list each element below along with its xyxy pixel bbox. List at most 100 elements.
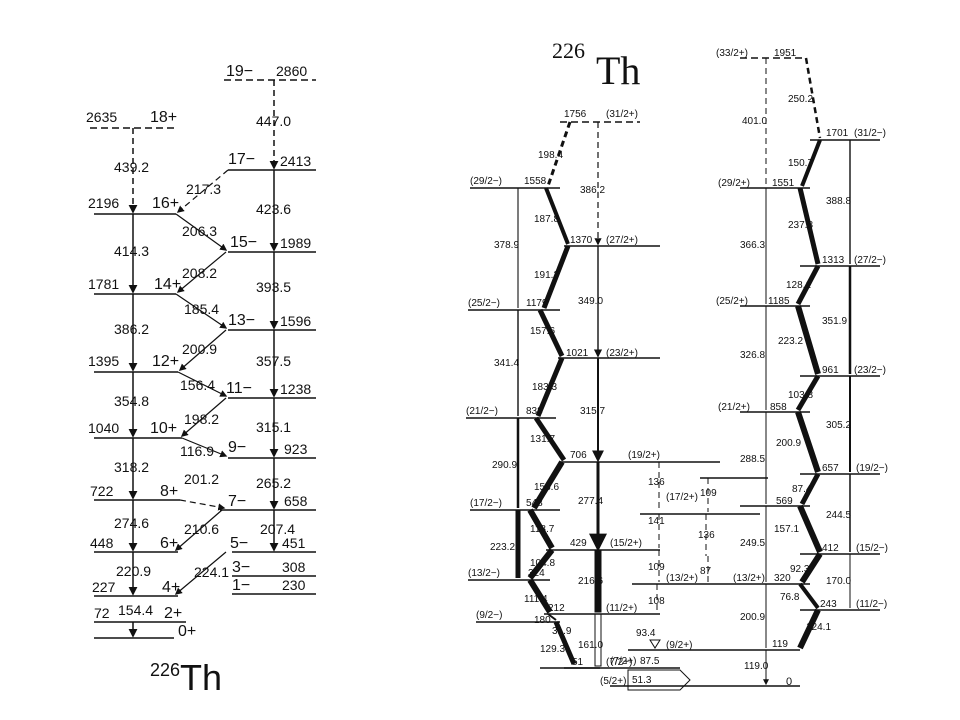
level-energy: 72 (94, 605, 110, 621)
level-spin: 8+ (160, 483, 178, 500)
transition-energy: 200.9 (776, 438, 801, 449)
level-energy: 1021 (566, 348, 589, 359)
level-energy: 1781 (88, 276, 119, 292)
transition-energy: 223.2 (778, 336, 803, 347)
level-spin: 2+ (164, 605, 182, 622)
zigzag-transition (533, 416, 567, 462)
level-energy: 212 (548, 603, 565, 614)
level-energy: 722 (90, 483, 114, 499)
transition-energy: 119.0 (744, 661, 769, 672)
level-spin: (13/2+) (733, 573, 765, 584)
right-zigzag-cd: 124.1 76.8 92.3 157.1 87.4 200.9 103.8 2… (774, 57, 831, 650)
interband-arrow (176, 251, 227, 293)
level-spin: (13/2+) (666, 573, 698, 584)
level-spin: (31/2−) (854, 128, 886, 139)
transition-energy: 183.3 (532, 382, 557, 393)
interband-arrow (174, 551, 227, 595)
transition-energy: 87 (700, 566, 712, 577)
level-spin: 3− (232, 559, 250, 576)
nucleus-symbol-label: Th (180, 657, 222, 698)
level-spin: (7/2+) (610, 656, 636, 667)
level-energy: 412 (822, 543, 839, 554)
level-energy: 1558 (524, 176, 547, 187)
triangle-marker (649, 639, 661, 649)
level-spin: 7− (228, 493, 246, 510)
level-spin: (23/2+) (606, 348, 638, 359)
zigzag-transition (795, 374, 821, 412)
transition-energy: 354.8 (114, 393, 149, 409)
transition-energy: 116.9 (180, 443, 214, 459)
transition-energy: 274.6 (114, 515, 149, 531)
level-energy: 838 (526, 406, 543, 417)
transition-energy: 103.8 (788, 390, 813, 401)
nucleus-symbol-label: Th (596, 48, 640, 93)
level-spin: (9/2−) (476, 610, 502, 621)
transition-energy: 156.4 (180, 377, 215, 393)
transition-energy: 185.4 (184, 301, 219, 317)
transition-energy: 217.3 (186, 181, 221, 197)
level-spin: (29/2−) (470, 176, 502, 187)
transition-bar (594, 613, 602, 667)
level-energy: 1395 (88, 353, 119, 369)
level-energy: 1756 (564, 109, 587, 120)
level-spin: (11/2+) (606, 603, 637, 614)
level-energy: 1951 (774, 48, 797, 59)
transition-energy: 200.9 (740, 612, 765, 623)
level-energy: 706 (570, 450, 587, 461)
level-energy: 243 (820, 599, 837, 610)
zigzag-transition (527, 548, 555, 580)
transition-energy: 31.9 (552, 626, 572, 637)
level-spin: 19− (226, 63, 253, 80)
level-box (627, 669, 691, 691)
interband-arrow (177, 371, 228, 397)
transition-energy: 357.5 (256, 353, 291, 369)
level-spin: (21/2+) (718, 402, 750, 413)
level-spin: (23/2−) (854, 365, 886, 376)
zigzag-transition (544, 187, 570, 245)
level-spin: 6+ (160, 535, 178, 552)
zigzag-transition (795, 305, 821, 375)
level-energy: 923 (284, 441, 308, 457)
level-energy: 0 (786, 676, 792, 688)
left-positive-band: 0+ 72 2+ 227 4+ 448 6+ 722 8+ 1040 10+ 1… (86, 109, 196, 640)
level-spin: 0+ (178, 623, 196, 640)
level-spin: 11− (226, 380, 252, 397)
interband-arrow-tentative (179, 499, 226, 511)
transition-energy: 131.7 (530, 434, 555, 445)
level-spin: (9/2+) (666, 640, 692, 651)
right-band-c: (13/2+) 320 569 (21/2+) 858 (25/2+) 1185… (716, 48, 810, 648)
level-energy: 2413 (280, 153, 311, 169)
transition-energy: 244.5 (826, 510, 851, 521)
right-band-d: 243 (11/2−) 412 (15/2−) 657 (19/2−) 961 … (800, 128, 888, 611)
level-spin: 1− (232, 577, 250, 594)
transition-energy: 198.2 (184, 411, 219, 427)
transition-energy: 341.4 (494, 358, 519, 369)
transition-energy: 161.0 (578, 640, 603, 651)
transition-energy: 129.3 (540, 644, 565, 655)
transition-energy: 170.0 (826, 576, 851, 587)
level-energy: 1551 (772, 178, 795, 189)
level-spin: (21/2−) (466, 406, 498, 417)
level-energy: 2860 (276, 63, 307, 79)
level-spin: (25/2−) (468, 298, 500, 309)
level-energy: 227 (92, 579, 116, 595)
transition-energy: 104.8 (530, 558, 555, 569)
zigzag-transition (799, 552, 823, 584)
zigzag-transition (527, 578, 553, 614)
level-energy: 87.5 (640, 656, 660, 667)
zigzag-transition (541, 245, 571, 309)
transition-energy: 187.8 (534, 214, 559, 225)
level-spin: 5− (230, 535, 248, 552)
transition-energy: 366.3 (740, 240, 765, 251)
transition-energy: 118.7 (530, 524, 555, 535)
left-negative-band: 1− 230 3− 308 5− 451 7− 658 9− 923 11− 1… (220, 63, 316, 595)
transition-energy: 439.2 (114, 159, 149, 175)
level-spin: 17− (228, 151, 255, 168)
transition-energy: 158.6 (534, 482, 559, 493)
level-energy: 1185 (768, 296, 790, 307)
level-energy: 93.4 (636, 628, 656, 639)
transition-energy: 157.6 (530, 326, 555, 337)
interband-arrow (175, 213, 228, 251)
interband-arrow (181, 437, 228, 458)
level-energy: 858 (770, 402, 787, 413)
